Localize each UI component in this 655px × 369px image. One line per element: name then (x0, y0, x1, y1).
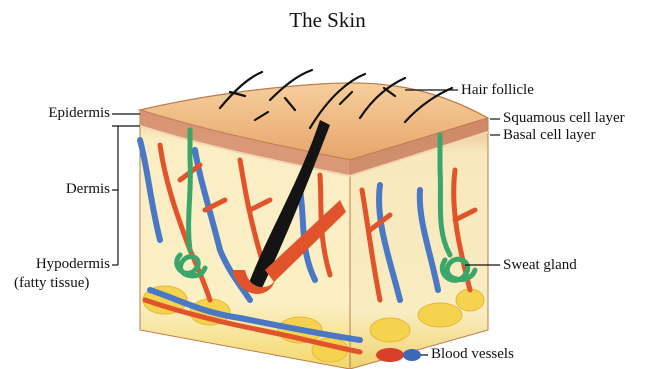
label-hypodermis: Hypodermis (36, 256, 110, 273)
label-dermis: Dermis (66, 181, 110, 198)
label-sweat-gland: Sweat gland (503, 257, 577, 274)
label-epidermis: Epidermis (48, 105, 110, 122)
label-basal: Basal cell layer (503, 127, 595, 144)
label-squamous: Squamous cell layer (503, 110, 625, 127)
vessel-end-red (376, 348, 404, 362)
label-hypodermis-note: (fatty tissue) (14, 275, 89, 292)
label-hair-follicle: Hair follicle (461, 82, 534, 99)
label-blood-vessels: Blood vessels (431, 346, 514, 363)
vessel-end-blue (403, 349, 421, 361)
